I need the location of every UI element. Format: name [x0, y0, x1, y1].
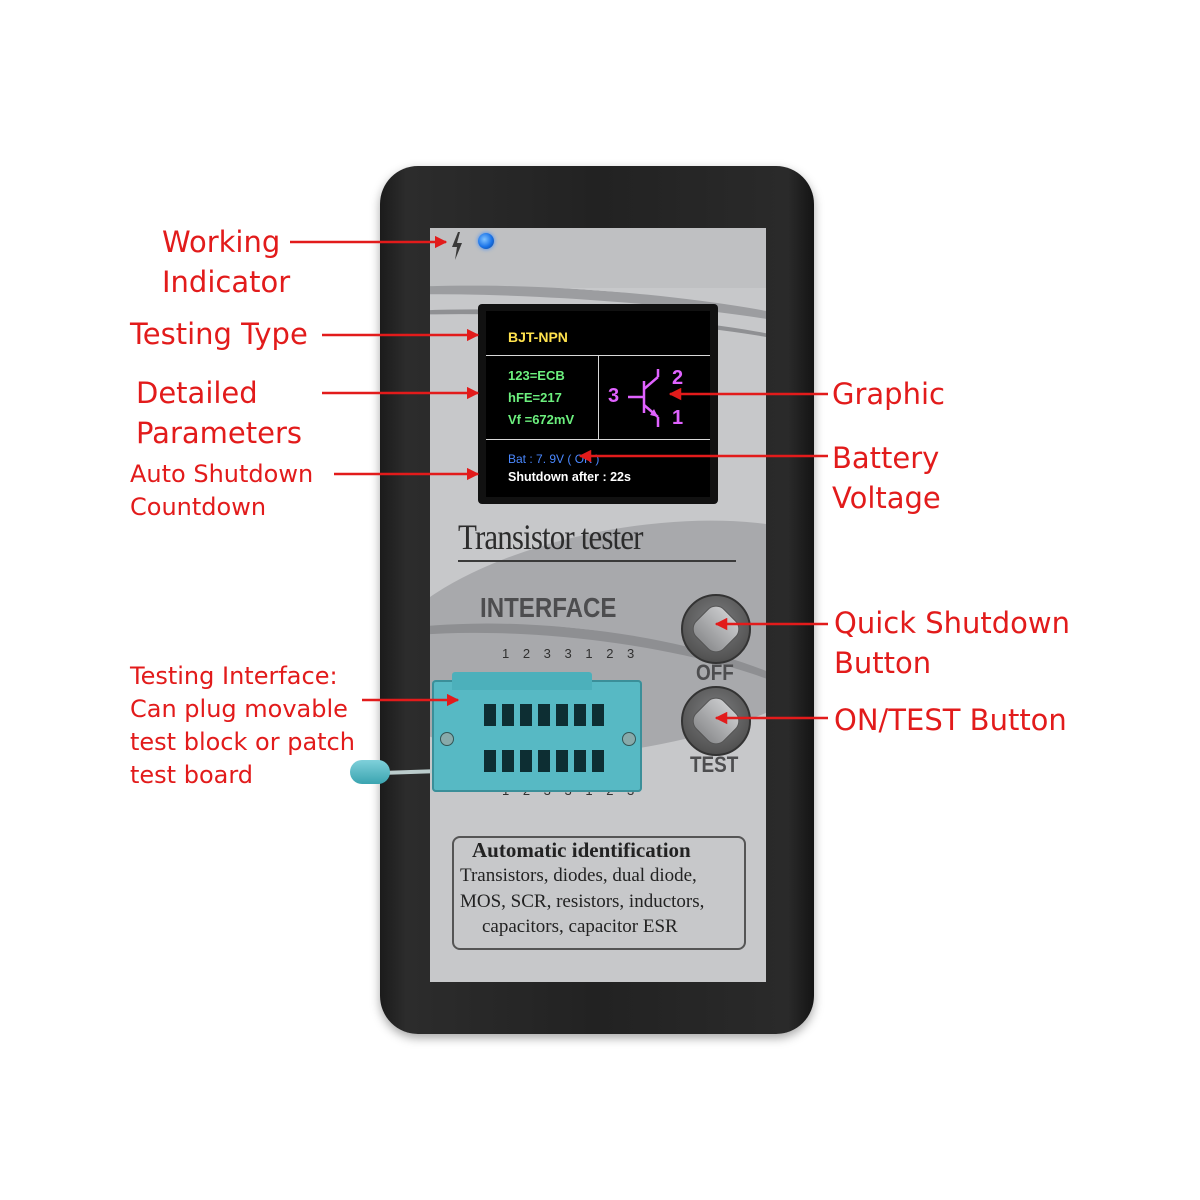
test-label: TEST	[690, 752, 739, 777]
zif-slot	[574, 704, 586, 726]
label-line: Working	[162, 225, 281, 259]
zif-slot	[538, 750, 550, 772]
zif-slot	[502, 704, 514, 726]
zif-slot	[538, 704, 550, 726]
lcd-pin-label: 2	[672, 367, 684, 389]
zif-slot	[556, 704, 568, 726]
label-line: Button	[834, 646, 932, 680]
lcd-param-pinout: 123=ECB	[508, 368, 565, 383]
label-line: Detailed	[136, 376, 258, 410]
zif-slot	[520, 704, 532, 726]
lcd-divider	[598, 355, 599, 439]
pin-numbers-top: 1 2 3 3 1 2 3	[502, 646, 640, 661]
brand-underline	[458, 560, 736, 562]
zif-top-rail	[452, 672, 592, 690]
working-indicator-led	[478, 233, 494, 249]
label-line: Voltage	[832, 481, 941, 515]
lcd-shutdown-countdown: Shutdown after : 22s	[508, 470, 631, 484]
info-line: capacitors, capacitor ESR	[482, 916, 678, 937]
zif-slot	[574, 750, 586, 772]
lcd-battery-text: Bat : 7. 9V (	[508, 452, 575, 466]
label-quick-shutdown: Quick Shutdown Button	[834, 603, 1070, 683]
testing-interface-socket[interactable]	[432, 672, 642, 792]
zif-slot	[484, 704, 496, 726]
lcd-divider	[486, 439, 710, 440]
label-line: Parameters	[136, 416, 302, 450]
interface-label: INTERFACE	[480, 592, 617, 623]
lightning-icon	[452, 232, 462, 260]
off-label: OFF	[696, 660, 734, 685]
label-line: Can plug movable	[130, 695, 348, 723]
label-detailed-parameters: Detailed Parameters	[136, 373, 302, 453]
zif-screw	[440, 732, 454, 746]
lcd-battery-paren: )	[592, 452, 600, 466]
info-title: Automatic identification	[472, 838, 691, 862]
zif-slot	[484, 750, 496, 772]
zif-slot	[556, 750, 568, 772]
lcd-pin-label: 1	[672, 407, 684, 429]
lcd-param-vf: Vf =672mV	[508, 412, 575, 427]
lcd-param-hfe: hFE=217	[508, 390, 562, 405]
zif-slot	[592, 750, 604, 772]
label-auto-shutdown: Auto Shutdown Countdown	[130, 458, 313, 524]
lcd-screen: BJT-NPN 123=ECB hFE=217 Vf =672mV 3 2 1 …	[486, 311, 710, 497]
zif-slot	[520, 750, 532, 772]
zif-screw	[622, 732, 636, 746]
zif-slot	[592, 704, 604, 726]
identification-info-box	[452, 836, 746, 950]
label-line: Quick Shutdown	[834, 606, 1071, 640]
zif-slot	[502, 750, 514, 772]
zif-lever-knob[interactable]	[350, 760, 390, 784]
label-line: Battery	[832, 441, 940, 475]
label-line: Countdown	[130, 493, 267, 521]
label-on-test: ON/TEST Button	[834, 703, 1067, 737]
label-working-indicator: Working Indicator	[162, 222, 290, 302]
npn-transistor-symbol-icon	[628, 369, 660, 427]
lcd-testing-type: BJT-NPN	[508, 329, 568, 345]
brand-title: Transistor tester	[458, 517, 643, 557]
label-line: Indicator	[162, 265, 291, 299]
label-battery-voltage: Battery Voltage	[832, 438, 941, 518]
label-line: Auto Shutdown	[130, 460, 314, 488]
label-line: Testing Interface:	[130, 662, 338, 690]
lcd-pin-label: 3	[608, 385, 620, 407]
label-testing-type: Testing Type	[130, 317, 308, 351]
info-line: MOS, SCR, resistors, inductors,	[460, 891, 705, 912]
label-graphic: Graphic	[832, 377, 945, 411]
label-testing-interface: Testing Interface: Can plug movable test…	[130, 660, 355, 792]
info-line: Transistors, diodes, dual diode,	[460, 865, 697, 886]
label-line: test board	[130, 761, 254, 789]
label-line: test block or patch	[130, 728, 355, 756]
